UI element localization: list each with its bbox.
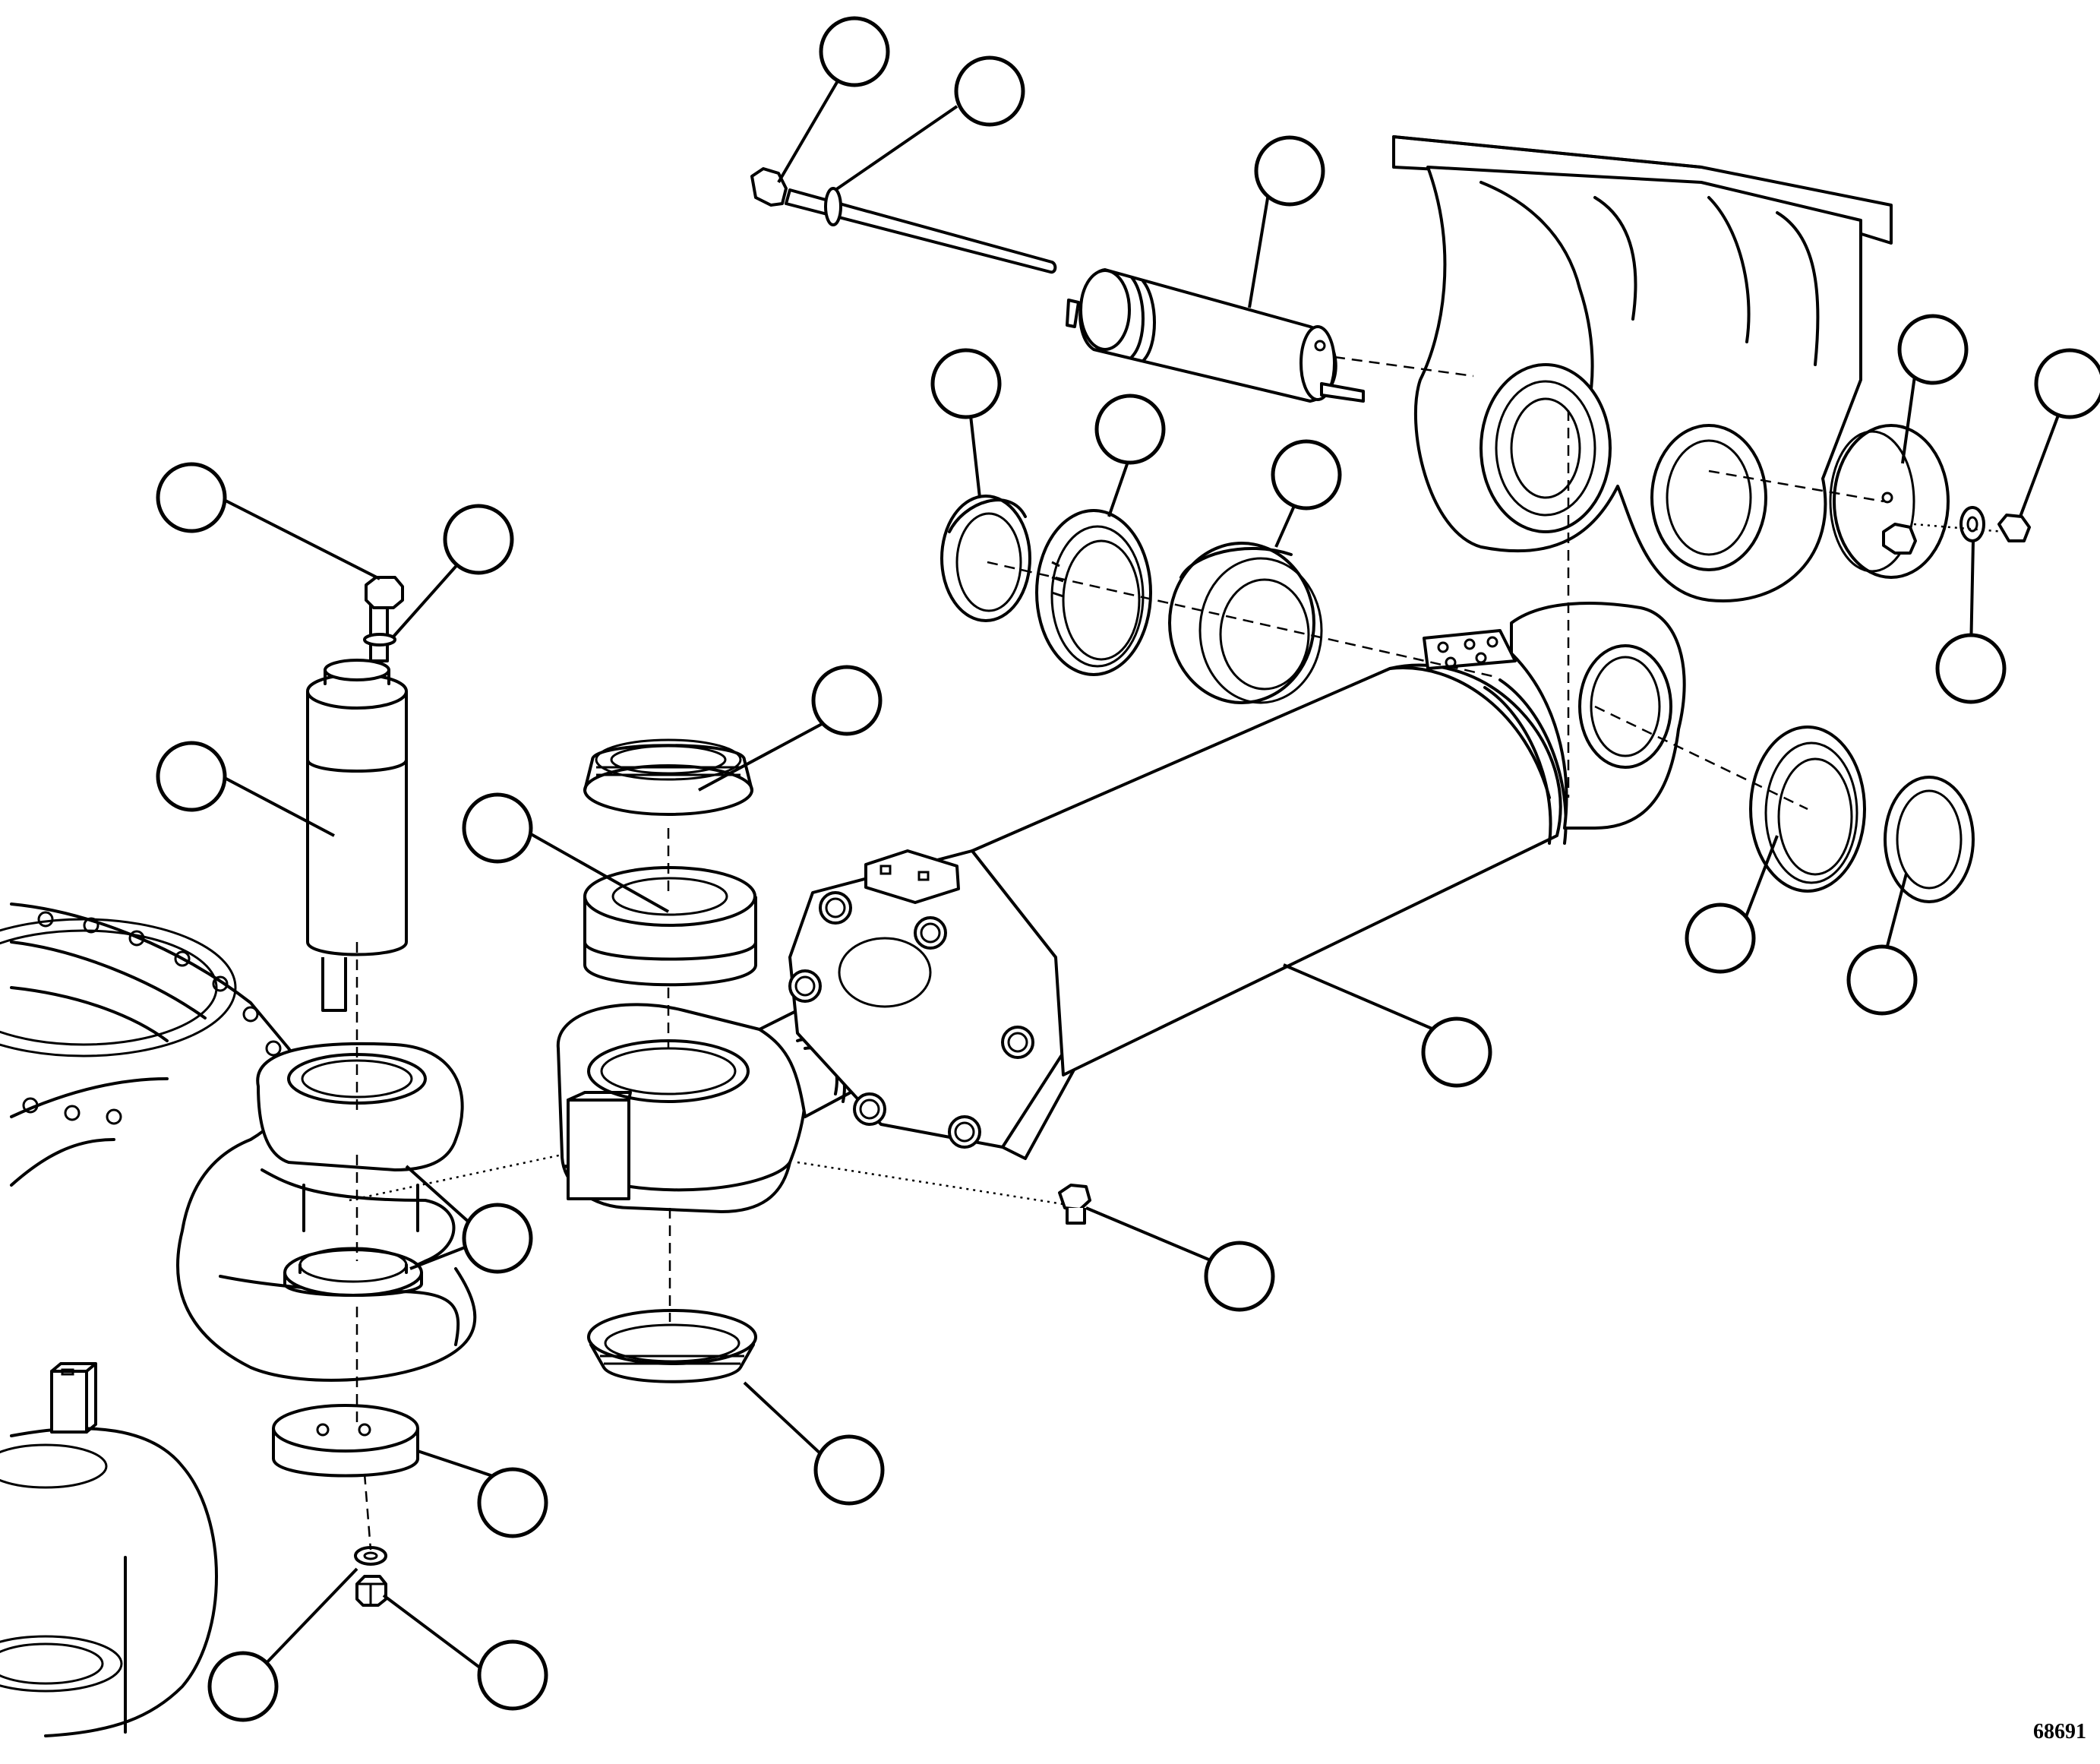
axle-knuckle-housing [0,903,477,1737]
figure-number: 68691 [2033,1720,2086,1743]
callout-balloon [462,792,533,864]
callout-balloon [156,741,227,812]
upper-kingpin-cap [306,659,408,1012]
callout-balloon [477,1639,548,1711]
callout-balloon [207,1651,279,1722]
callout-balloon [1254,135,1325,207]
callout-balloon [811,665,883,736]
rod-end-eye [556,1003,807,1213]
grease-fitting [1058,1184,1091,1225]
head-bolt [853,1092,886,1126]
lower-bearing-bushing [283,1247,423,1297]
rod-end-upper-seal [583,738,753,816]
callout-balloon [819,16,890,87]
butt-end-spherical-bearing [1168,542,1323,704]
callout-balloons [156,16,2100,1722]
callout-balloon [156,462,227,533]
callout-balloon [954,55,1025,127]
callout-balloon [1846,944,1918,1016]
callout-balloon [813,1434,885,1506]
head-bolt [948,1115,981,1149]
butt-end-outer-seal-right [1884,776,1975,903]
head-bolt [1001,1026,1034,1059]
callout-balloon [1935,633,2007,704]
lower-thrust-pad [272,1404,419,1478]
retaining-bolt [750,167,1080,328]
head-bolt [914,916,947,950]
callout-balloon [443,504,514,575]
callout-balloon [1094,394,1166,465]
callout-balloon [2034,348,2100,419]
cylinder-pin [1078,268,1365,403]
callout-balloon [1897,314,1969,385]
callout-balloon [1271,439,1342,511]
head-bolt [819,891,852,925]
butt-end-inner-seal-left [1035,509,1152,676]
cylinder-butt-end [1423,602,1686,830]
callout-balloon [462,1203,533,1274]
callout-balloon [477,1467,548,1538]
retaining-plate [1829,424,1950,579]
butt-end-outer-seal-left [940,495,1031,622]
callout-balloon [1421,1016,1492,1088]
cylinder-head-flange [788,849,1091,1160]
lower-nut [355,1575,387,1607]
head-bolt [788,969,822,1003]
cylinder-barrel [971,663,1568,1076]
callout-balloon [930,348,1002,419]
upper-cap-bolt [363,576,404,662]
assembly-centerlines [349,356,2006,1551]
right-washer [1959,506,1985,542]
callout-balloon [1685,903,1756,974]
lower-washer [354,1546,387,1566]
right-nut [1997,514,2031,542]
rod-end-spherical-bearing [583,866,757,987]
rod-end-lower-seal [587,1309,757,1383]
frame-bracket [1392,135,1893,602]
callout-balloon [1204,1241,1275,1312]
